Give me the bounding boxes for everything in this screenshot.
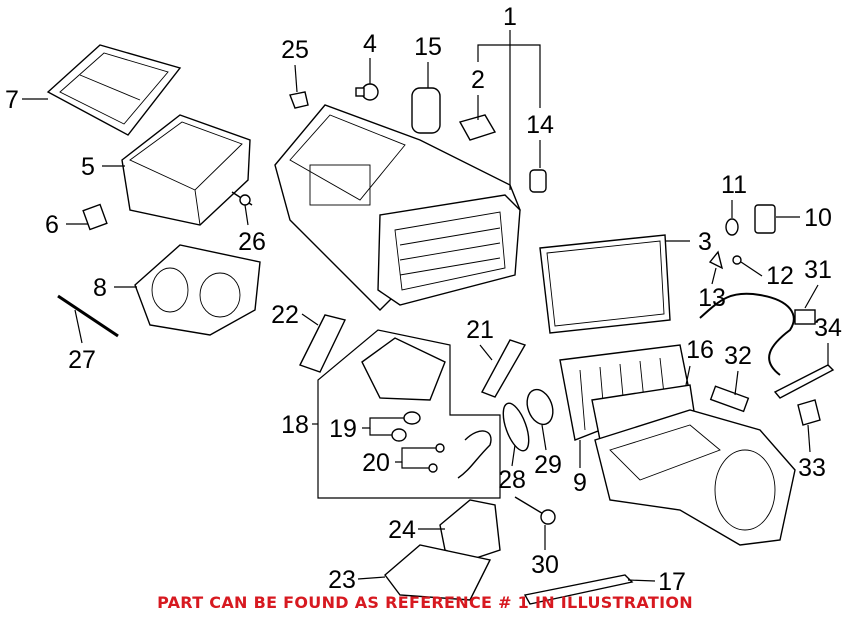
callout-4: 4 bbox=[363, 30, 377, 58]
callout-1: 1 bbox=[503, 3, 517, 31]
part-8-lower-housing bbox=[134, 244, 261, 336]
callout-20: 20 bbox=[362, 449, 390, 477]
callout-23: 23 bbox=[328, 566, 356, 594]
part-20-clip bbox=[428, 463, 438, 473]
part-20-clip bbox=[435, 443, 445, 453]
part-22-duct bbox=[299, 314, 347, 373]
part-23-tray bbox=[384, 544, 492, 601]
part-28-seal bbox=[502, 402, 530, 452]
callout-10: 10 bbox=[804, 204, 832, 232]
part-21-duct bbox=[481, 339, 527, 398]
part-18-hose bbox=[457, 430, 492, 479]
part-12-oring bbox=[732, 255, 742, 265]
part-31-harness bbox=[699, 292, 795, 376]
part-17-strip bbox=[523, 574, 634, 605]
callout-26: 26 bbox=[238, 228, 266, 256]
part-30-bolt bbox=[514, 496, 556, 525]
part-19-grommet bbox=[391, 428, 407, 442]
callout-22: 22 bbox=[271, 301, 299, 329]
callout-2: 2 bbox=[471, 66, 485, 94]
part-14-seal bbox=[529, 169, 547, 193]
part-26-screw bbox=[231, 191, 253, 206]
callout-17: 17 bbox=[658, 568, 686, 596]
part-11-oring bbox=[725, 218, 739, 236]
callout-24: 24 bbox=[388, 516, 416, 544]
callout-12: 12 bbox=[766, 262, 794, 290]
callout-28: 28 bbox=[498, 466, 526, 494]
callout-19: 19 bbox=[329, 415, 357, 443]
callout-6: 6 bbox=[45, 211, 59, 239]
part-1-cartridge bbox=[377, 194, 521, 306]
part-18-housing bbox=[361, 337, 446, 401]
part-2-bracket bbox=[458, 114, 497, 141]
callout-7: 7 bbox=[5, 86, 19, 114]
part-27-rod bbox=[57, 294, 119, 338]
callout-14: 14 bbox=[526, 111, 554, 139]
leader-lines bbox=[22, 30, 829, 582]
callout-33: 33 bbox=[798, 454, 826, 482]
callout-5: 5 bbox=[81, 153, 95, 181]
part-34-strip bbox=[773, 364, 835, 399]
callout-25: 25 bbox=[281, 36, 309, 64]
part-7-filter-cover bbox=[46, 44, 182, 136]
callout-34: 34 bbox=[814, 314, 842, 342]
part-31-connector bbox=[794, 309, 816, 325]
callout-15: 15 bbox=[414, 33, 442, 61]
part-6-clip bbox=[82, 203, 108, 231]
callout-8: 8 bbox=[93, 274, 107, 302]
callout-3: 3 bbox=[698, 228, 712, 256]
part-10-sensor bbox=[754, 204, 776, 234]
callout-27: 27 bbox=[68, 346, 96, 374]
callout-21: 21 bbox=[466, 316, 494, 344]
part-32-actuator bbox=[709, 385, 750, 413]
part-3-gasket bbox=[539, 234, 671, 334]
callout-31: 31 bbox=[804, 256, 832, 284]
callout-11: 11 bbox=[721, 171, 747, 199]
callout-29: 29 bbox=[534, 451, 562, 479]
part-18-group-outline bbox=[317, 329, 501, 499]
part-25-clip bbox=[289, 91, 309, 109]
part-13-clip bbox=[708, 250, 724, 270]
part-15-actuator bbox=[411, 87, 441, 134]
callout-9: 9 bbox=[573, 469, 587, 497]
part-29-seal bbox=[526, 388, 554, 426]
part-19-grommet bbox=[403, 411, 421, 425]
part-5-upper-housing bbox=[121, 114, 251, 226]
reference-note: PART CAN BE FOUND AS REFERENCE # 1 IN IL… bbox=[157, 593, 693, 612]
part-lower-housing bbox=[594, 409, 796, 546]
callout-13: 13 bbox=[698, 284, 726, 312]
callout-30: 30 bbox=[531, 551, 559, 579]
part-4-sensor bbox=[355, 83, 379, 101]
callout-18: 18 bbox=[281, 411, 309, 439]
callout-16: 16 bbox=[686, 336, 714, 364]
part-33-sensor bbox=[797, 399, 821, 426]
callout-32: 32 bbox=[724, 342, 752, 370]
